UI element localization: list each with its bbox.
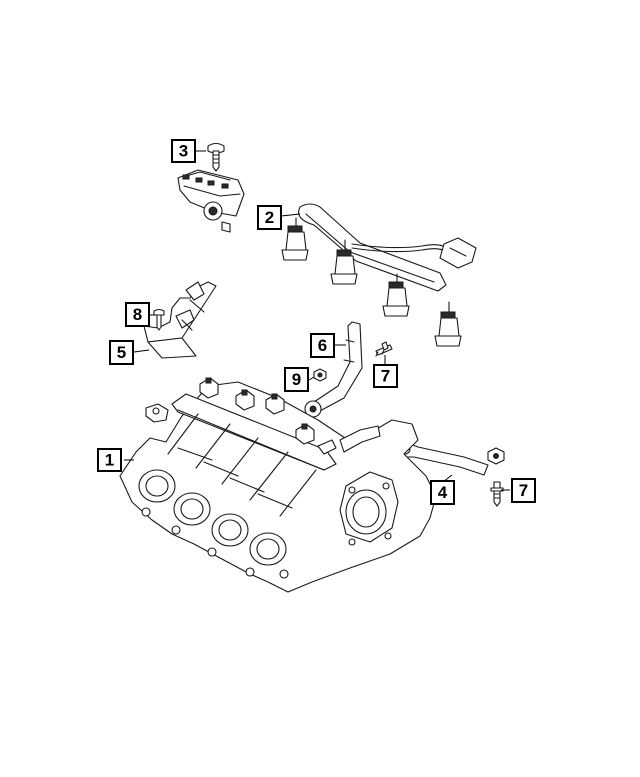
callout-3: 3 <box>171 139 196 163</box>
coil-harness-part <box>281 203 477 347</box>
leader-lines <box>124 150 510 491</box>
screw-8-part <box>153 308 165 331</box>
leader-2 <box>280 213 301 217</box>
svg-text:7: 7 <box>519 481 528 500</box>
svg-text:8: 8 <box>133 305 142 324</box>
callout-9: 9 <box>284 367 309 392</box>
svg-text:6: 6 <box>318 336 327 355</box>
callout-8: 8 <box>125 302 150 327</box>
callout-6: 6 <box>310 333 335 358</box>
nut-9-part <box>313 368 327 382</box>
intake-manifold-part <box>119 377 437 593</box>
callout-7-lower: 7 <box>511 478 536 503</box>
svg-text:1: 1 <box>105 451 114 470</box>
callout-4: 4 <box>430 480 455 505</box>
callout-7-upper: 7 <box>373 364 398 388</box>
stud-7-lower-part <box>490 481 504 507</box>
svg-text:5: 5 <box>117 343 126 362</box>
svg-text:7: 7 <box>381 367 390 386</box>
svg-text:4: 4 <box>438 483 448 502</box>
callout-5: 5 <box>109 340 134 365</box>
svg-text:3: 3 <box>179 142 188 161</box>
stud-7-upper-part <box>375 341 393 357</box>
callout-1: 1 <box>97 448 122 472</box>
bracket-6-part <box>304 321 363 418</box>
leader-9 <box>308 376 315 381</box>
map-sensor-part <box>177 142 245 233</box>
clip-bracket-part <box>143 281 217 359</box>
leader-5 <box>133 349 150 353</box>
svg-text:9: 9 <box>292 370 301 389</box>
svg-text:2: 2 <box>265 208 274 227</box>
callout-2: 2 <box>257 205 282 230</box>
